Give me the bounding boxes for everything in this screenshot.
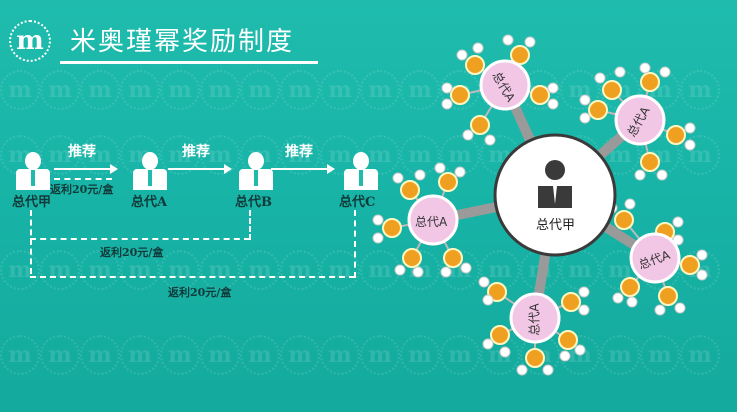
rebate-line-b-up: [249, 210, 251, 240]
leaf-clusters: [372, 34, 708, 376]
branch-node-label-4: 总代A: [527, 303, 542, 336]
person-icon-agent-b: [239, 152, 273, 190]
agent-label-c: 总代C: [339, 195, 376, 210]
rebate-label-c: 返利20元/盒: [168, 286, 232, 299]
brand-logo: m: [9, 20, 51, 62]
person-icon-agent-c: [344, 152, 378, 190]
person-icon-agent-jia: [16, 152, 50, 190]
rebate-line-left: [30, 210, 32, 274]
rebate-line-b: [30, 238, 250, 240]
recommend-label-3: 推荐: [285, 144, 313, 160]
recommend-arrow-3: [271, 164, 335, 174]
branch-nodes: [407, 59, 681, 344]
agent-label-jia: 总代甲: [12, 195, 52, 210]
rebate-label-a: 返利20元/盒: [50, 183, 114, 196]
agent-label-a: 总代A: [131, 195, 168, 210]
rebate-label-b: 返利20元/盒: [100, 246, 164, 259]
recommend-label-2: 推荐: [182, 144, 210, 160]
agent-label-b: 总代B: [235, 195, 272, 210]
person-icon-agent-a: [133, 152, 167, 190]
page-title: 米奥瑾幂奖励制度: [70, 27, 295, 57]
logo-letter: m: [16, 26, 44, 56]
rebate-line-c-up: [354, 210, 356, 278]
title-underline: [60, 61, 318, 64]
recommend-arrow-1: [54, 164, 118, 174]
recommend-arrow-2: [168, 164, 232, 174]
rebate-line-c: [30, 276, 355, 278]
center-node-label: 总代甲: [536, 218, 576, 233]
recommend-label-1: 推荐: [68, 144, 96, 160]
branch-node-label-5: 总代A: [415, 215, 448, 229]
rebate-line-a: [54, 178, 112, 180]
